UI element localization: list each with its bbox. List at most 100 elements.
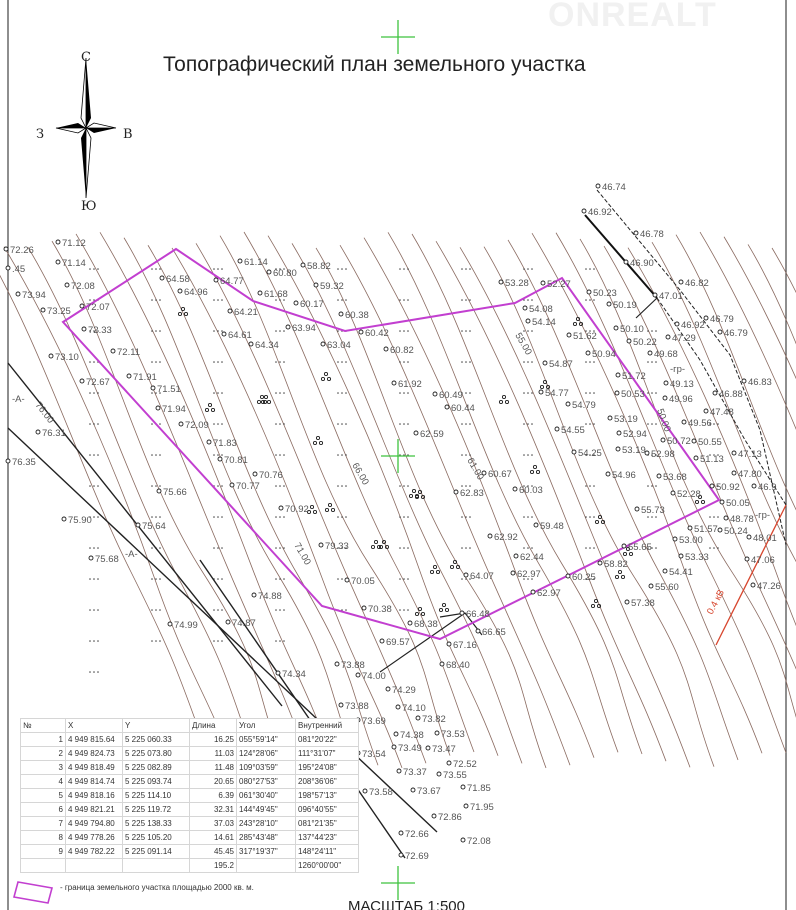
elevation-point: 54.14 [525,317,556,328]
contour-line [531,233,763,754]
grid-dot-marker [399,361,409,363]
road-label: -А- [125,549,138,560]
elevation-label: 50.05 [726,498,750,509]
elevation-label: 46.78 [640,229,664,240]
table-cell: 144°49'45" [236,802,296,817]
grid-dot-marker [709,423,719,425]
elevation-label: 50.53 [621,389,645,400]
elevation-point: 73.47 [425,744,456,755]
grid-dot-marker [275,330,285,332]
tree-symbol-icon [614,569,626,580]
contour-line [555,232,787,753]
elevation-point: 72.09 [178,420,209,431]
grid-dot-marker [151,299,161,301]
compass-west-label: З [36,127,45,142]
survey-point-icon [334,661,340,667]
elevation-point: .45 [5,264,25,275]
table-cell: 4 949 815.64 [65,732,123,747]
elevation-label: 46.82 [685,278,709,289]
table-cell [122,858,190,873]
power-line-label: 0.4 кВ [705,588,727,616]
elevation-label: 60.44 [451,403,475,414]
grid-dot-marker [647,423,657,425]
compass-north-label: С [81,50,91,65]
elevation-point: 71.91 [126,372,157,383]
tree-symbol-icon [529,464,541,475]
table-cell: 32.31 [189,802,237,817]
elevation-label: 70.92 [285,504,309,515]
elevation-label: 46.92 [588,207,612,218]
elevation-label: 72.33 [88,325,112,336]
elevation-point: 47.01 [652,291,683,302]
elevation-label: 62.97 [517,569,541,580]
survey-point-icon [597,560,603,566]
grid-dot-marker [399,578,409,580]
elevation-label: 52.98 [651,449,675,460]
elevation-point: 60.44 [444,403,475,414]
survey-point-icon [110,348,116,354]
grid-dot-marker [523,547,533,549]
elevation-label: 57.38 [631,598,655,609]
tree-symbol-icon [378,539,390,550]
gas-line-label: -гр- [670,364,685,375]
elevation-label: 55.65 [628,542,652,553]
elevation-point: 51.62 [566,331,597,342]
fence-line [379,612,466,673]
table-cell: 7 [20,816,66,831]
elevation-point: 55.73 [634,505,665,516]
survey-point-icon [670,490,676,496]
tree-symbol-icon [260,394,272,405]
elevation-point: 60.42 [358,328,389,339]
elevation-label: 54.25 [578,448,602,459]
table-cell: 124°28'06" [236,746,296,761]
elevation-point: 73.94 [15,290,46,301]
survey-point-icon [719,499,725,505]
survey-point-icon [459,610,465,616]
survey-point-icon [320,341,326,347]
elevation-label: 73.58 [369,787,393,798]
elevation-label: 73.10 [55,352,79,363]
elevation-label: 53.19 [614,414,638,425]
table-cell: 195.2 [189,858,237,873]
elevation-label: 73.88 [341,660,365,671]
elevation-point: 66.48 [459,609,490,620]
elevation-label: 66.48 [466,609,490,620]
elevation-point: 73.53 [434,729,465,740]
elevation-point: 46.9 [751,482,777,493]
elevation-label: 73.67 [417,786,441,797]
grid-dot-marker [89,516,99,518]
elevation-label: 73.88 [345,701,369,712]
table-cell: 198°57'13" [295,788,359,803]
grid-dot-marker [461,578,471,580]
elevation-point: 62.97 [510,569,541,580]
elevation-point: 51.13 [693,454,724,465]
elevation-label: 59.48 [540,521,564,532]
grid-dot-marker [89,485,99,487]
elevation-label: 61.68 [264,289,288,300]
elevation-point: 58.82 [597,559,628,570]
elevation-point: 46.82 [678,278,709,289]
elevation-label: 73.55 [443,770,467,781]
elevation-label: 46.9 [758,482,777,493]
elevation-point: 49.13 [663,379,694,390]
contour-line [747,244,796,345]
grid-dot-marker [213,392,223,394]
survey-point-icon [252,471,258,477]
grid-dot-marker [275,423,285,425]
survey-point-icon [750,582,756,588]
elevation-point: 60.03 [512,485,543,496]
elevation-point: 52.94 [616,429,647,440]
survey-point-icon [703,408,709,414]
elevation-point: 47.13 [731,449,762,460]
elevation-label: 48.01 [753,533,777,544]
grid-dot-marker [337,361,347,363]
elevation-label: 71.14 [62,258,86,269]
elevation-label: 73.49 [398,743,422,754]
grid-dot-marker [213,578,223,580]
grid-dot-marker [337,268,347,270]
elevation-point: 47.48 [703,407,734,418]
survey-point-icon [159,275,165,281]
survey-point-icon [565,401,571,407]
elevation-point: 70.77 [229,481,260,492]
